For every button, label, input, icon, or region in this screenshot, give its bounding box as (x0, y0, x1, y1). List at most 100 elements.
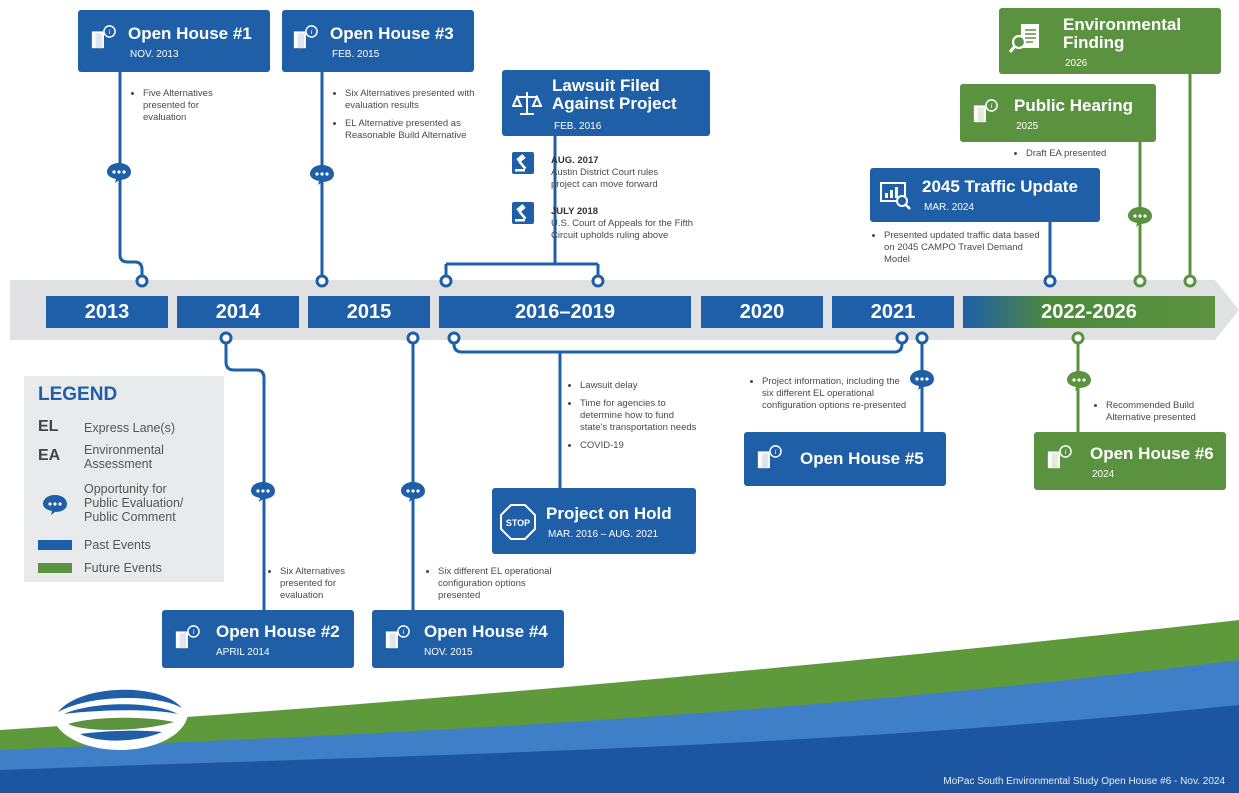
comment-bubble-icon (43, 495, 67, 515)
legend-line: Public Comment (84, 510, 176, 524)
gavel-icon (512, 152, 534, 174)
info-door-icon: i (91, 25, 116, 49)
legend-past-swatch (38, 540, 72, 550)
event-title: Open House #4 (424, 622, 548, 641)
open-house-2-card: i Open House #2 APRIL 2014 (162, 610, 354, 668)
legend-line: Opportunity for (84, 482, 167, 496)
comment-bubble-icon (251, 482, 275, 502)
ruling-date: AUG. 2017 (551, 155, 599, 166)
comment-bubble-icon (107, 163, 131, 183)
ruling-text: Circuit upholds ruling above (551, 230, 669, 241)
legend-future-text: Future Events (84, 561, 162, 575)
public-hearing-notes: Draft EA presented (1016, 148, 1136, 166)
event-date: FEB. 2015 (332, 49, 380, 60)
gavel-icon (512, 202, 534, 224)
event-date: MAR. 2024 (924, 202, 975, 213)
open-house-4-card: i Open House #4 NOV. 2015 (372, 610, 564, 668)
event-title: Open House #1 (128, 24, 252, 43)
event-title: Project on Hold (546, 504, 672, 523)
event-date: 2025 (1016, 121, 1039, 132)
info-door-icon: i (1047, 445, 1072, 469)
title-line: Lawsuit Filed (552, 76, 660, 95)
svg-text:i: i (1064, 447, 1066, 456)
open-house-6-notes: Recommended Build Alternative presented (1096, 400, 1226, 430)
year-2016-2019: 2016–2019 (439, 296, 691, 328)
note-item: Time for agencies to determine how to fu… (580, 398, 700, 434)
timeline-arrowhead (1215, 280, 1239, 340)
traffic-update-card: 2045 Traffic Update MAR. 2024 (870, 168, 1100, 222)
note-item: Lawsuit delay (580, 380, 700, 392)
open-house-3-notes: Six Alternatives presented with evaluati… (335, 88, 475, 148)
note-item: Recommended Build Alternative presented (1106, 400, 1226, 424)
legend-line: Assessment (84, 457, 153, 471)
landscape-swoosh (0, 620, 1239, 793)
open-house-1-card: i Open House #1 NOV. 2013 (78, 10, 270, 72)
ruling-text: project can move forward (551, 179, 658, 190)
event-date: FEB. 2016 (554, 121, 602, 132)
event-title: Open House #2 (216, 622, 340, 641)
title-line: Environmental (1063, 15, 1182, 34)
legend-el-text: Express Lane(s) (84, 421, 176, 435)
year-2015: 2015 (308, 296, 430, 328)
legend-line: Environmental (84, 443, 164, 457)
svg-text:i: i (192, 627, 194, 636)
open-house-6-card: i Open House #6 2024 (1034, 432, 1226, 490)
event-title: Open House #5 (800, 449, 924, 468)
comment-bubble-icon (910, 370, 934, 390)
title-line: Against Project (552, 94, 677, 113)
info-door-icon: i (385, 625, 410, 649)
event-date: 2026 (1065, 58, 1088, 69)
info-door-icon: i (757, 445, 782, 469)
legend-past-text: Past Events (84, 538, 151, 552)
open-house-2-notes: Six Alternatives presented for evaluatio… (270, 566, 370, 608)
stop-sign-icon: STOP (500, 504, 536, 540)
ruling-2018: JULY 2018 U.S. Court of Appeals for the … (551, 206, 741, 242)
legend-line: Public Evaluation/ (84, 496, 184, 510)
document-search-icon (1009, 24, 1039, 53)
note-item: EL Alternative presented as Reasonable B… (345, 118, 475, 142)
svg-text:i: i (310, 27, 312, 36)
event-date: MAR. 2016 – AUG. 2021 (548, 529, 659, 540)
note-item: Six Alternatives presented for evaluatio… (280, 566, 370, 602)
year-2014: 2014 (177, 296, 299, 328)
svg-text:i: i (990, 101, 992, 110)
open-house-4-notes: Six different EL operational configurati… (428, 566, 568, 608)
agency-logo (52, 674, 188, 750)
note-item: Five Alternatives presented for evaluati… (143, 88, 243, 124)
footer-caption: MoPac South Environmental Study Open Hou… (943, 776, 1225, 787)
note-item: Project information, including the six d… (762, 376, 912, 412)
event-title: Open House #3 (330, 24, 454, 43)
open-house-5-card: i Open House #5 (744, 432, 946, 486)
note-item: Presented updated traffic data based on … (884, 230, 1044, 266)
comment-bubble-icon (401, 482, 425, 502)
note-item: COVID-19 (580, 440, 700, 452)
public-hearing-card: i Public Hearing 2025 (960, 84, 1156, 142)
open-house-5-notes: Project information, including the six d… (752, 376, 912, 418)
open-house-1-notes: Five Alternatives presented for evaluati… (133, 88, 243, 130)
legend-title: LEGEND (38, 384, 118, 405)
project-hold-card: STOP Project on Hold MAR. 2016 – AUG. 20… (492, 488, 696, 554)
event-date: 2024 (1092, 469, 1115, 480)
legend-el-abbr: EL (38, 418, 59, 435)
title-line: Finding (1063, 33, 1125, 52)
ruling-date: JULY 2018 (551, 206, 599, 217)
ruling-2017: AUG. 2017 Austin District Court rules pr… (551, 155, 731, 191)
event-date: NOV. 2013 (130, 49, 179, 60)
legend-ea-abbr: EA (38, 447, 61, 464)
comment-bubble-icon (1067, 371, 1091, 391)
svg-text:i: i (402, 627, 404, 636)
year-2013: 2013 (46, 296, 168, 328)
comment-bubble-icon (310, 165, 334, 185)
chart-search-icon (880, 182, 911, 210)
note-item: Six different EL operational configurati… (438, 566, 568, 602)
note-item: Six Alternatives presented with evaluati… (345, 88, 475, 112)
year-2021: 2021 (832, 296, 954, 328)
traffic-update-notes: Presented updated traffic data based on … (874, 230, 1044, 272)
event-title: Public Hearing (1014, 96, 1134, 115)
ruling-text: Austin District Court rules (551, 167, 659, 178)
event-date: NOV. 2015 (424, 647, 473, 658)
